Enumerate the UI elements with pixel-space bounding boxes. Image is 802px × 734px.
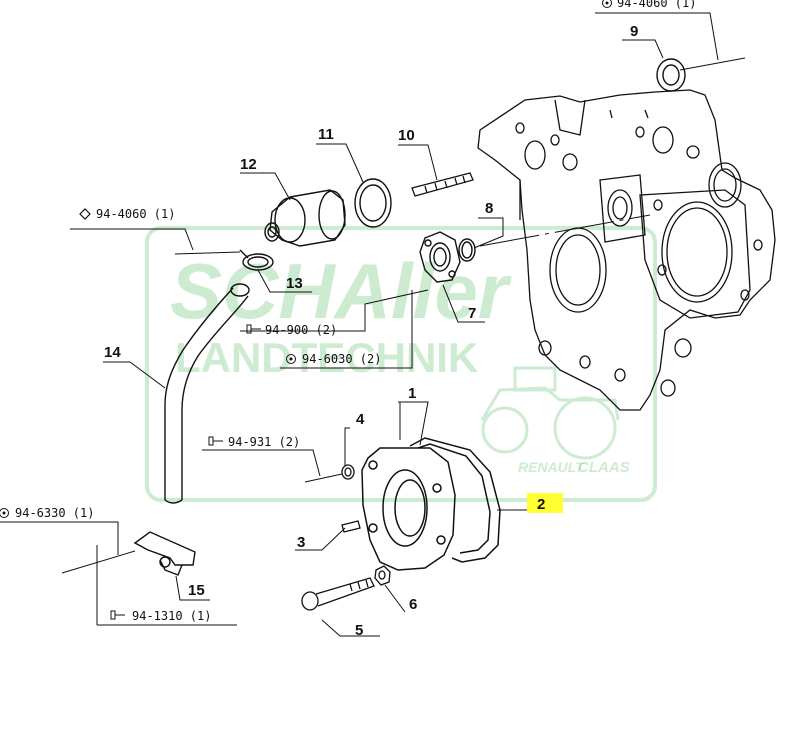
watermark-frame (145, 226, 657, 502)
label-15: 15 (188, 582, 205, 599)
ref-4060-top[interactable]: 94-4060 (1) (602, 0, 697, 10)
label-2-highlight (527, 493, 563, 513)
part-5-bolt[interactable] (301, 577, 375, 611)
ref-900-text: 94-900 (2) (265, 323, 337, 337)
label-12: 12 (240, 156, 257, 173)
label-1: 1 (408, 385, 416, 402)
ref-6330[interactable]: 94-6330 (1) (0, 506, 94, 520)
label-3: 3 (297, 534, 305, 551)
part-14-hose[interactable] (164, 283, 250, 504)
part-3-stud[interactable] (341, 520, 361, 533)
part-11-gasket[interactable] (354, 178, 392, 228)
watermark-brand2: CLAAS (578, 459, 630, 476)
ref-1310-text: 94-1310 (1) (132, 609, 211, 623)
ref-4060-left-text: 94-4060 (1) (96, 207, 175, 221)
diamond-icon (79, 208, 91, 220)
part-housing[interactable] (477, 89, 776, 411)
part-1-cover-plate[interactable] (361, 447, 456, 571)
ref-1310[interactable]: 94-1310 (1) (110, 609, 211, 623)
ref-4060-top-text: 94-4060 (1) (617, 0, 696, 10)
part-8-o-ring[interactable] (458, 238, 476, 262)
part-10-pin[interactable] (411, 172, 474, 197)
circled-dot-center (2, 511, 6, 515)
part-15-bracket[interactable] (133, 531, 196, 576)
label-11: 11 (318, 126, 334, 143)
ref-6030-text: 94-6030 (2) (302, 352, 381, 366)
circled-dot-icon (602, 0, 612, 8)
tractor-logo-icon (480, 366, 620, 460)
leader-lines (0, 12, 746, 637)
label-14: 14 (104, 344, 121, 361)
watermark: SCHAller LANDTECHNIK RENAULT CLAAS (145, 226, 657, 502)
label-8: 8 (485, 200, 493, 217)
ref-931-text: 94-931 (2) (228, 435, 300, 449)
ref-6330-text: 94-6330 (1) (15, 506, 94, 520)
circled-dot-center (605, 1, 609, 5)
bolt-icon (208, 436, 223, 446)
part-9-seal[interactable] (656, 58, 686, 92)
part-6-nut[interactable] (374, 565, 391, 586)
reference-labels: 94-4060 (1) 94-4060 (1) 94-900 (2) 94-60… (0, 0, 696, 623)
label-9: 9 (630, 23, 638, 40)
part-4-washer[interactable] (341, 464, 355, 480)
label-13: 13 (286, 275, 303, 292)
part-labels: 1 2 3 4 5 6 7 8 9 10 11 12 13 14 15 (104, 23, 638, 639)
ref-900[interactable]: 94-900 (2) (246, 323, 337, 337)
circled-dot-icon (286, 354, 296, 364)
ref-931[interactable]: 94-931 (2) (208, 435, 300, 449)
part-12-thermostat-housing[interactable] (264, 189, 346, 247)
ref-6030[interactable]: 94-6030 (2) (286, 352, 382, 366)
circled-dot-center (289, 357, 293, 361)
label-6: 6 (409, 596, 417, 613)
part-7-flange[interactable] (419, 231, 461, 283)
label-7: 7 (468, 305, 476, 322)
ref-4060-left[interactable]: 94-4060 (1) (79, 207, 175, 221)
bolt-icon (246, 324, 261, 334)
label-10: 10 (398, 127, 415, 144)
label-4: 4 (356, 411, 365, 428)
watermark-brand1: RENAULT (518, 459, 585, 475)
bolt-icon (110, 610, 125, 620)
label-2: 2 (537, 496, 545, 513)
label-5: 5 (355, 622, 363, 639)
circled-dot-icon (0, 508, 9, 518)
watermark-line2: LANDTECHNIK (175, 334, 478, 381)
